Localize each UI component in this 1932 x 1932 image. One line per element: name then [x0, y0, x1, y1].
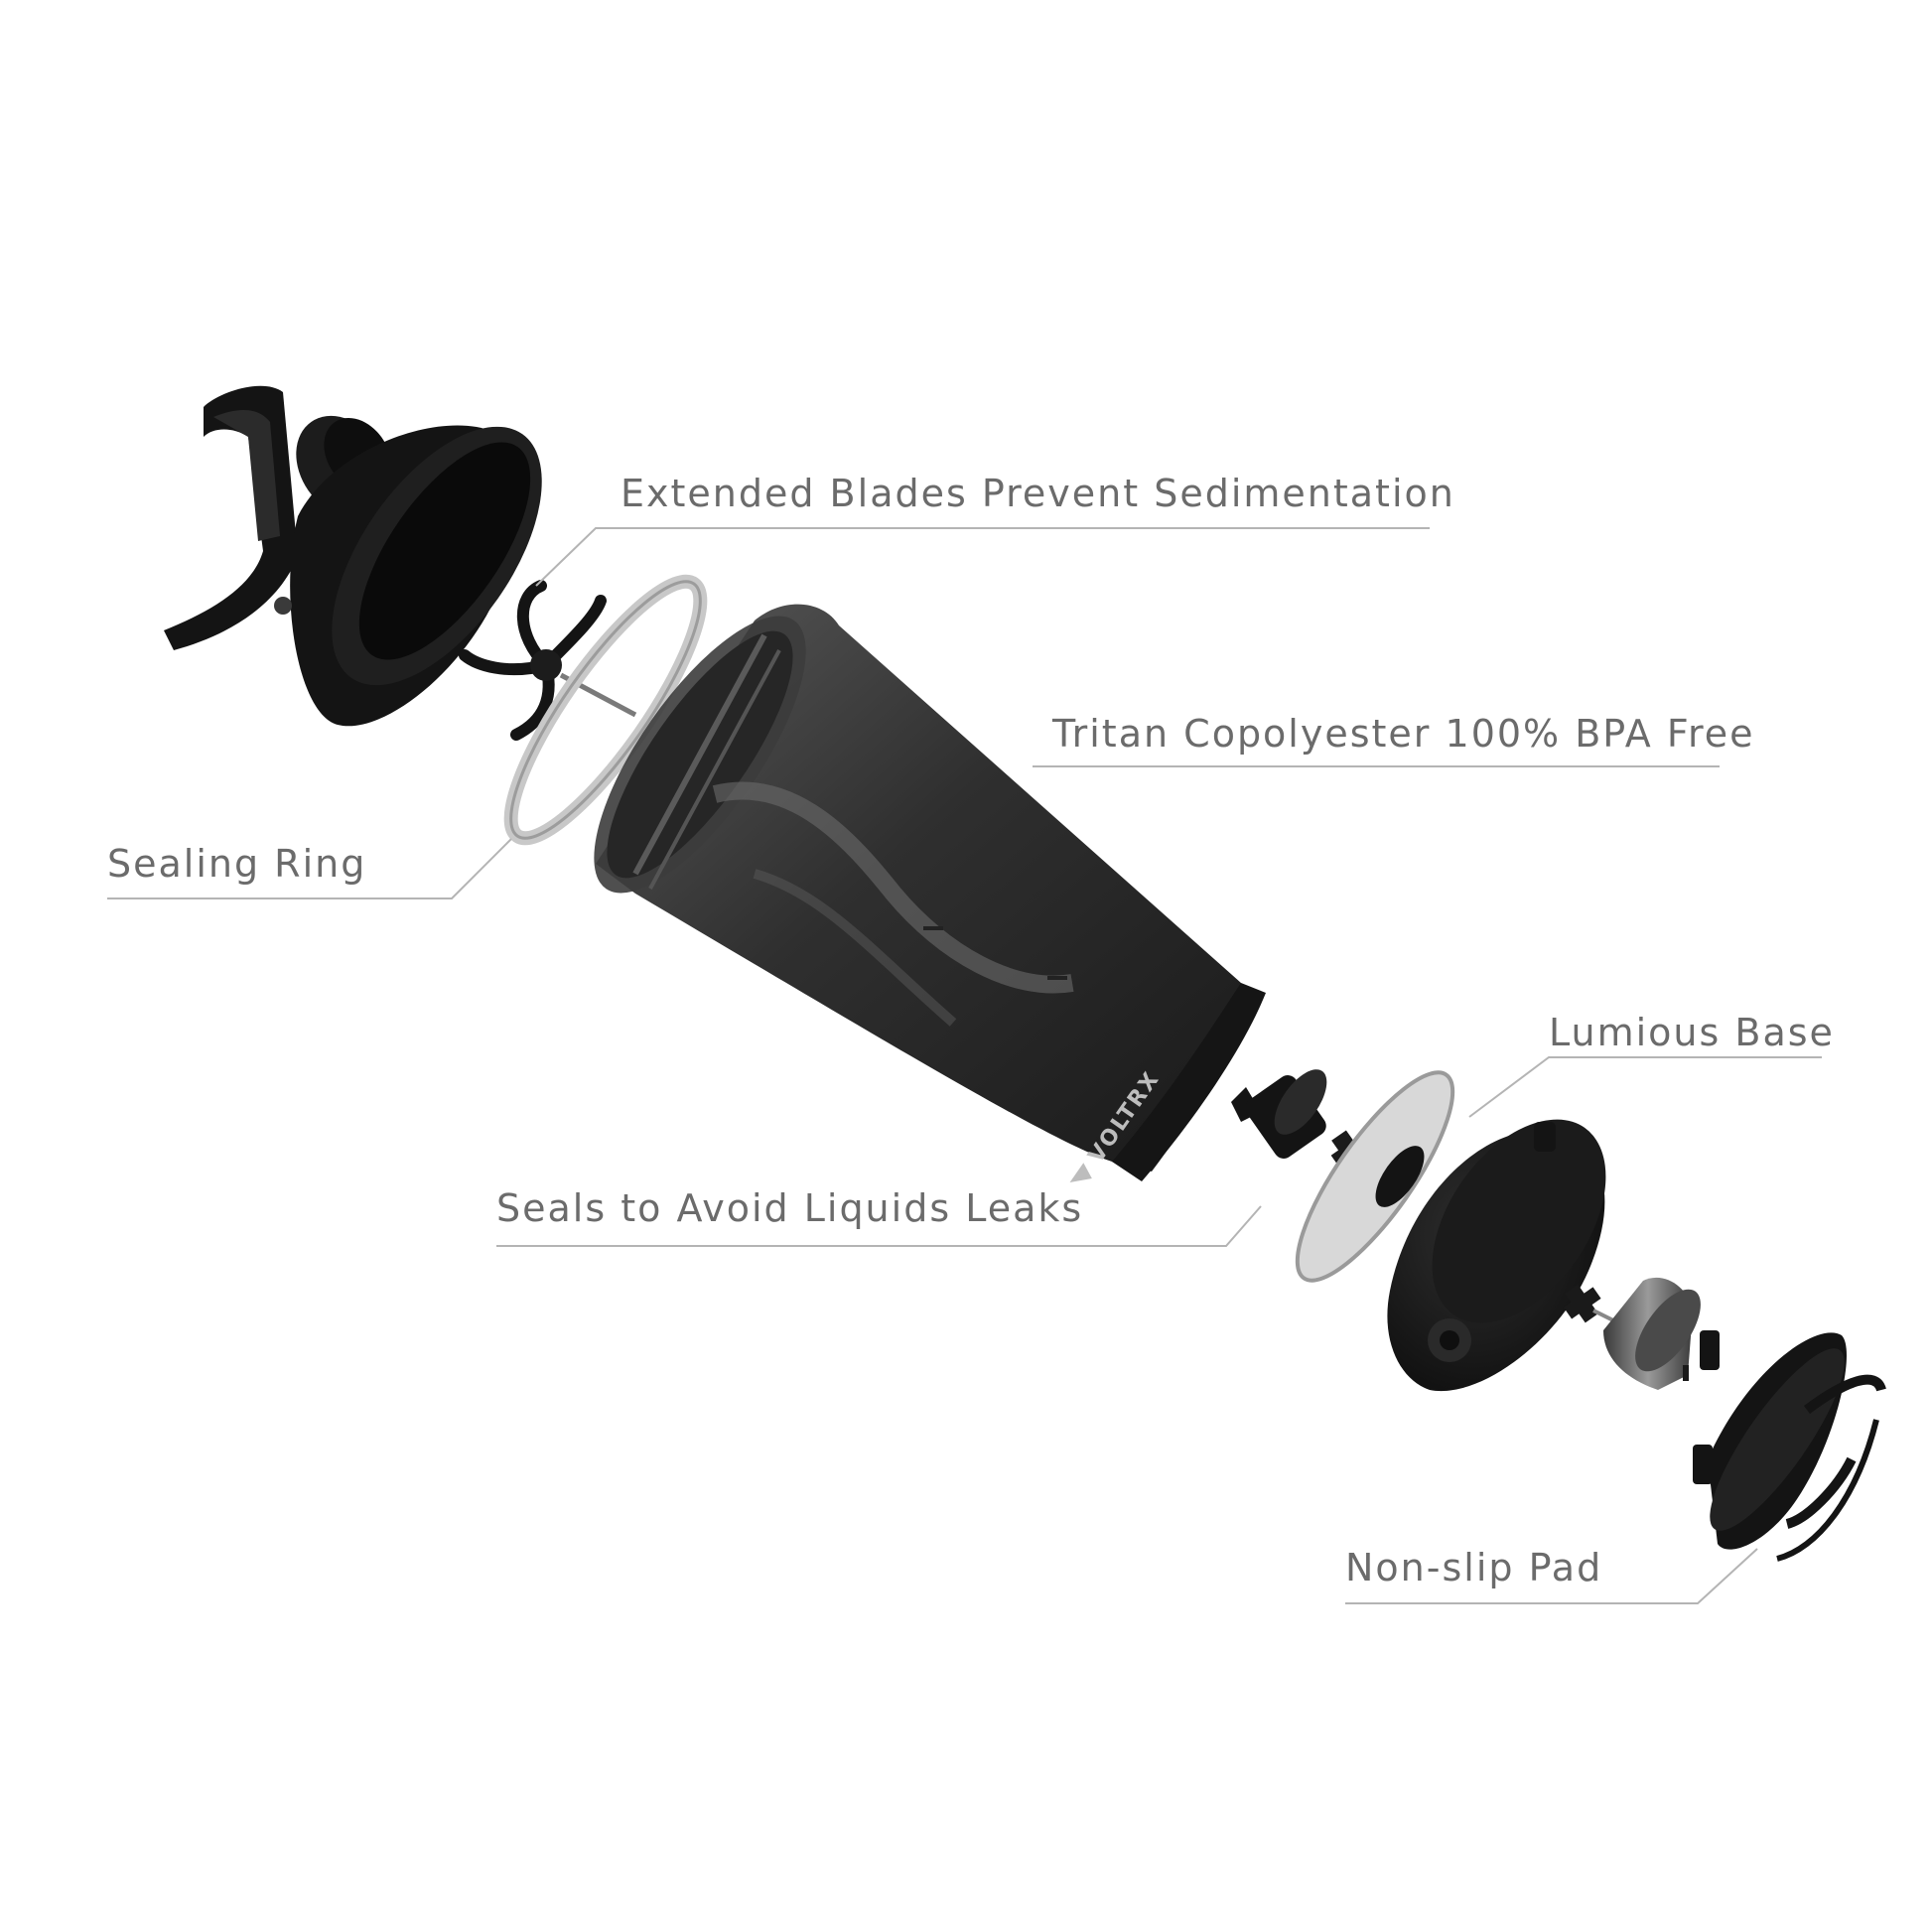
callout-pad: Non-slip Pad — [1345, 1546, 1602, 1589]
sealing-ring — [503, 574, 708, 846]
leader-blades — [535, 527, 1430, 587]
callout-base: Lumious Base — [1549, 1011, 1835, 1054]
bottom-cover — [1693, 1330, 1847, 1550]
motor — [1564, 1277, 1701, 1390]
callout-blades: Extended Blades Prevent Sedimentation — [621, 472, 1455, 515]
cup-body: VOLTRX — [594, 604, 1266, 1182]
flip-lid — [164, 385, 542, 727]
luminous-base — [1387, 1119, 1606, 1392]
base-seal-disc — [1295, 1070, 1455, 1283]
callout-sealing-ring: Sealing Ring — [107, 842, 366, 886]
blade-coupling — [1231, 1069, 1327, 1159]
leader-pad — [1345, 1548, 1758, 1604]
leader-sealing-ring — [107, 838, 512, 899]
callout-material: Tritan Copolyester 100% BPA Free — [1051, 712, 1755, 756]
leader-base — [1468, 1056, 1822, 1118]
callout-seals: Seals to Avoid Liquids Leaks — [496, 1186, 1083, 1230]
blade-assembly — [459, 580, 637, 741]
non-slip-pad — [1776, 1374, 1886, 1562]
leader-seals — [496, 1205, 1262, 1247]
